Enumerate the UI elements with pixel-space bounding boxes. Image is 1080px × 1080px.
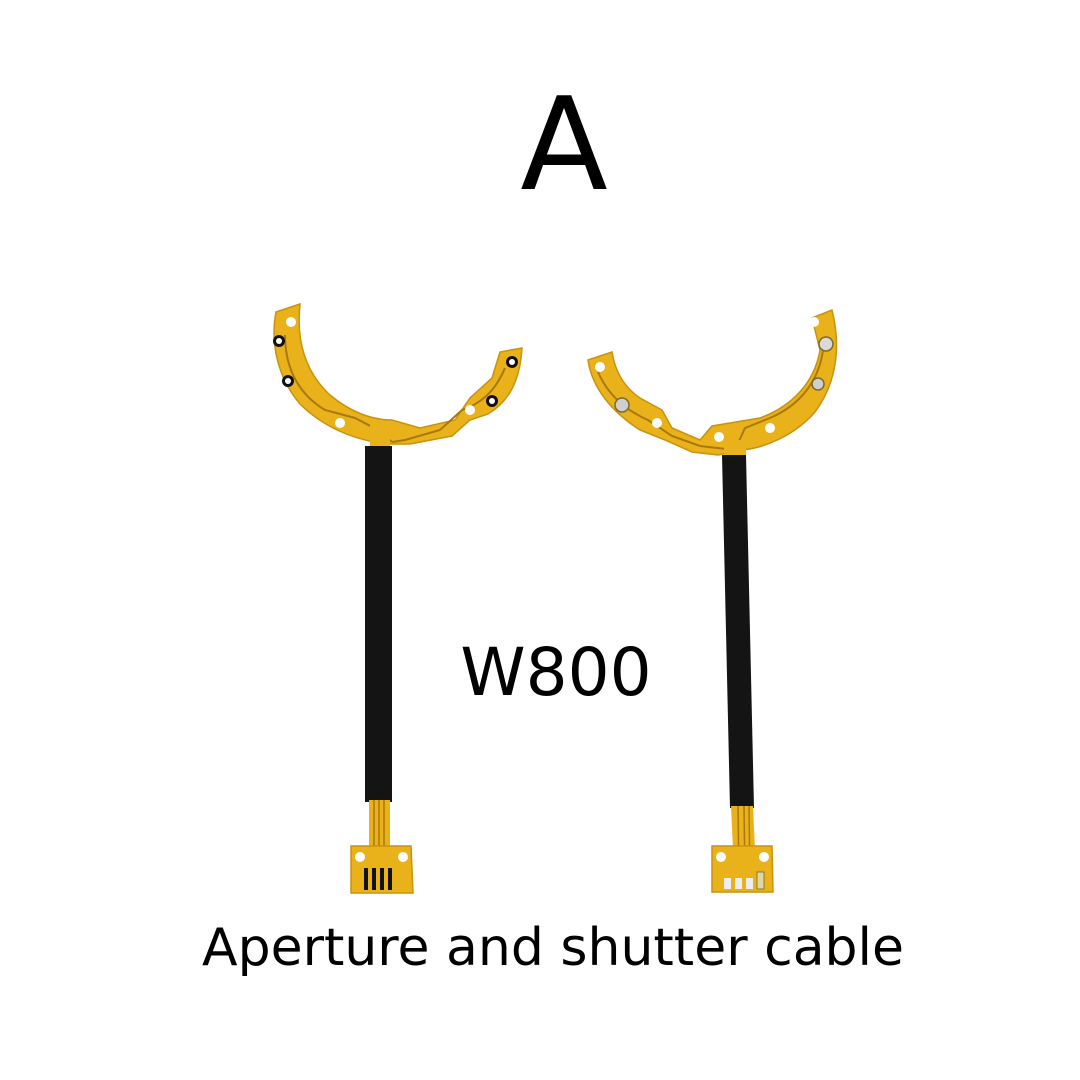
variant-letter: A: [520, 71, 608, 220]
right-cable-black-stem: [722, 455, 754, 808]
right-cable-arc-head: [587, 308, 838, 456]
left-cable-black-stem: [365, 446, 392, 802]
product-caption: Aperture and shutter cable: [202, 918, 904, 978]
model-label: W800: [460, 634, 652, 711]
left-cable-arc-head: [273, 302, 523, 445]
right-flex-cable: [587, 308, 838, 893]
left-flex-cable: [273, 302, 523, 894]
